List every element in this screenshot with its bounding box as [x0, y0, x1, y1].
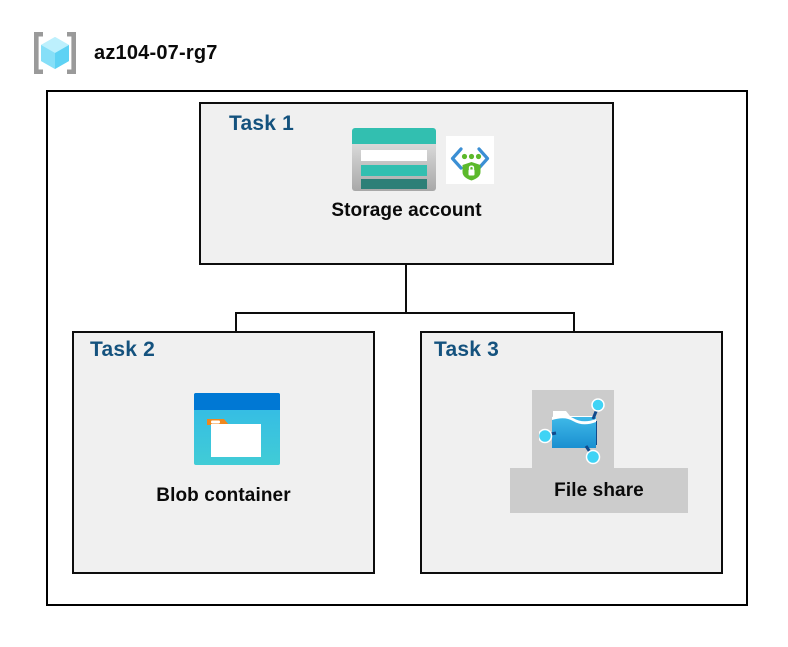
secure-transfer-shield-icon [446, 136, 494, 184]
storage-account-caption: Storage account [331, 200, 482, 221]
blob-container-caption: Blob container [156, 485, 291, 506]
resource-group-name: az104-07-rg7 [94, 41, 218, 64]
storage-account-icon [352, 128, 436, 191]
task-3-label: Task 3 [434, 338, 500, 361]
file-share-folder-icon [539, 398, 605, 465]
task-2-label: Task 2 [90, 338, 156, 361]
connector-horizontal-bus [235, 312, 575, 314]
resource-group-header: az104-07-rg7 [30, 26, 450, 80]
file-share-caption: File share [510, 468, 688, 513]
resource-group-cube-icon [34, 32, 76, 74]
task-1-label: Task 1 [229, 112, 295, 135]
connector-task1-trunk [405, 265, 407, 314]
blob-container-icon [194, 393, 280, 465]
